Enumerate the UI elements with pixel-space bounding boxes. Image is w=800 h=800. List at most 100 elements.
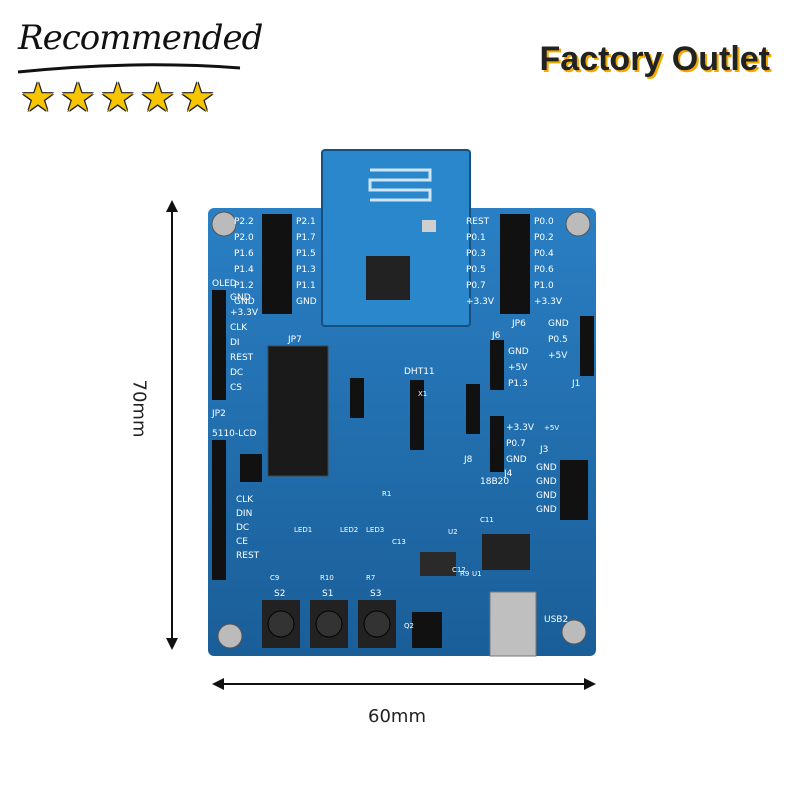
silk-misc-label: R1 xyxy=(382,490,391,498)
silk-pin-label: P0.7 xyxy=(466,281,486,291)
silk-pin-label: GND xyxy=(508,347,529,357)
silk-pin-label: P1.0 xyxy=(534,281,554,291)
switch-x1 xyxy=(412,612,442,648)
mounting-holes xyxy=(211,211,591,649)
width-label: 60mm xyxy=(368,706,426,727)
silk-misc-label: C11 xyxy=(480,516,494,524)
antenna-trace xyxy=(368,168,432,202)
rf-chip xyxy=(366,256,410,300)
silk-j8: J8 xyxy=(463,455,473,465)
silk-j6: J6 xyxy=(491,331,501,341)
mini-usb-connector xyxy=(489,591,537,657)
oled-header xyxy=(212,290,226,400)
silk-j3: J3 xyxy=(539,445,548,455)
silk-pin-label: P2.0 xyxy=(234,233,254,243)
silk-pin-label: P1.3 xyxy=(296,265,316,275)
silk-dht11: DHT11 xyxy=(404,367,435,377)
silk-pin-label: GND xyxy=(536,463,557,473)
silk-pin-label: +5V xyxy=(508,363,528,373)
silk-pin-label: +3.3V xyxy=(534,297,563,307)
silk-pin-label: DI xyxy=(230,338,240,348)
silk-button-label: S3 xyxy=(370,589,381,599)
silk-misc-label: U2 xyxy=(448,528,458,536)
silk-pin-label: DC xyxy=(236,523,249,533)
silk-pin-label: CE xyxy=(236,537,248,547)
lcd-header xyxy=(212,440,226,580)
wireless-module xyxy=(321,149,471,327)
silk-pin-label: P0.1 xyxy=(466,233,486,243)
silk-18b20: 18B20 xyxy=(480,477,509,487)
header-j8 xyxy=(466,384,480,434)
header-j4 xyxy=(490,416,504,472)
header-center-1 xyxy=(350,378,364,418)
height-dimension-arrow xyxy=(166,200,178,650)
silk-misc-label: LED1 xyxy=(294,526,312,534)
silk-pin-label: CLK xyxy=(230,323,248,333)
silk-pin-label: P0.5 xyxy=(548,335,568,345)
silk-pin-label: P0.5 xyxy=(466,265,486,275)
silk-jp7: JP7 xyxy=(287,335,302,345)
silk-pin-label: CS xyxy=(230,383,242,393)
silk-misc-label: R7 xyxy=(366,574,375,582)
silk-misc-label: R9 xyxy=(460,570,469,578)
silk-pin-label: P0.2 xyxy=(534,233,554,243)
silk-pin-label: +3.3V xyxy=(466,297,495,307)
silk-pin-label: GND xyxy=(296,297,317,307)
silk-j4: J4 xyxy=(503,469,513,479)
voltage-regulator xyxy=(420,552,456,576)
silk-pin-label: GND xyxy=(234,297,255,307)
silk-pin-label: P2.1 xyxy=(296,217,316,227)
silk-pin-label: P2.2 xyxy=(234,217,254,227)
silk-pin-label: P0.7 xyxy=(506,439,526,449)
silk-pin-label: +5V xyxy=(548,351,568,361)
badge-swoosh-decoration xyxy=(17,63,241,74)
silk-pin-label: +3.3V xyxy=(230,308,259,318)
header-j3 xyxy=(560,460,588,520)
silk-lcd-pins: CLK DIN DC CE REST xyxy=(236,495,260,561)
star-icon: ★ xyxy=(20,75,56,121)
silk-pin-label: CLK xyxy=(236,495,254,505)
silk-jp6: JP6 xyxy=(511,319,526,329)
header-j1 xyxy=(580,316,594,376)
silk-pin-label: GND xyxy=(230,293,251,303)
silk-pin-label: P1.6 xyxy=(234,249,254,259)
silk-misc-label: C13 xyxy=(392,538,406,546)
silk-j6-pins: GND +5V P1.3 xyxy=(508,347,529,389)
push-buttons xyxy=(262,600,396,648)
pcb-board-image: JP7 JP6 JP2 J1 J3 J4 J6 J8 USB2 OLED 511… xyxy=(208,149,596,657)
silk-pin-label: P1.3 xyxy=(508,379,528,389)
width-dimension-arrow xyxy=(212,678,596,690)
recommended-badge-text: Recommended xyxy=(18,18,263,58)
star-icon: ★ xyxy=(59,75,96,121)
ufl-connector xyxy=(422,220,436,232)
silk-pin-label: REST xyxy=(236,551,260,561)
silk-usb2: USB2 xyxy=(544,615,568,625)
silk-pin-label: GND xyxy=(536,491,557,501)
silk-pin-label: P0.4 xyxy=(534,249,554,259)
header-dht11 xyxy=(410,380,424,450)
silk-misc-label: C12 xyxy=(452,566,466,574)
silk-misc-label: C9 xyxy=(270,574,279,582)
silk-misc-label: +5V xyxy=(544,424,559,432)
silk-pin-label: DIN xyxy=(236,509,252,519)
silk-pin-label: P1.2 xyxy=(234,281,254,291)
star-icon: ★ xyxy=(179,75,216,121)
silk-j1: J1 xyxy=(571,379,580,389)
silk-pin-label: +3.3V xyxy=(506,423,535,433)
silk-pin-label: REST xyxy=(466,217,490,227)
silk-pin-label: GND xyxy=(536,477,557,487)
header-j6 xyxy=(490,340,504,390)
silk-pin-label: P1.7 xyxy=(296,233,316,243)
silk-misc-label: X1 xyxy=(418,390,427,398)
silk-misc-label: R10 xyxy=(320,574,334,582)
header-jp6-pins xyxy=(500,214,530,314)
factory-outlet-title: Factory Outlet xyxy=(539,40,770,78)
